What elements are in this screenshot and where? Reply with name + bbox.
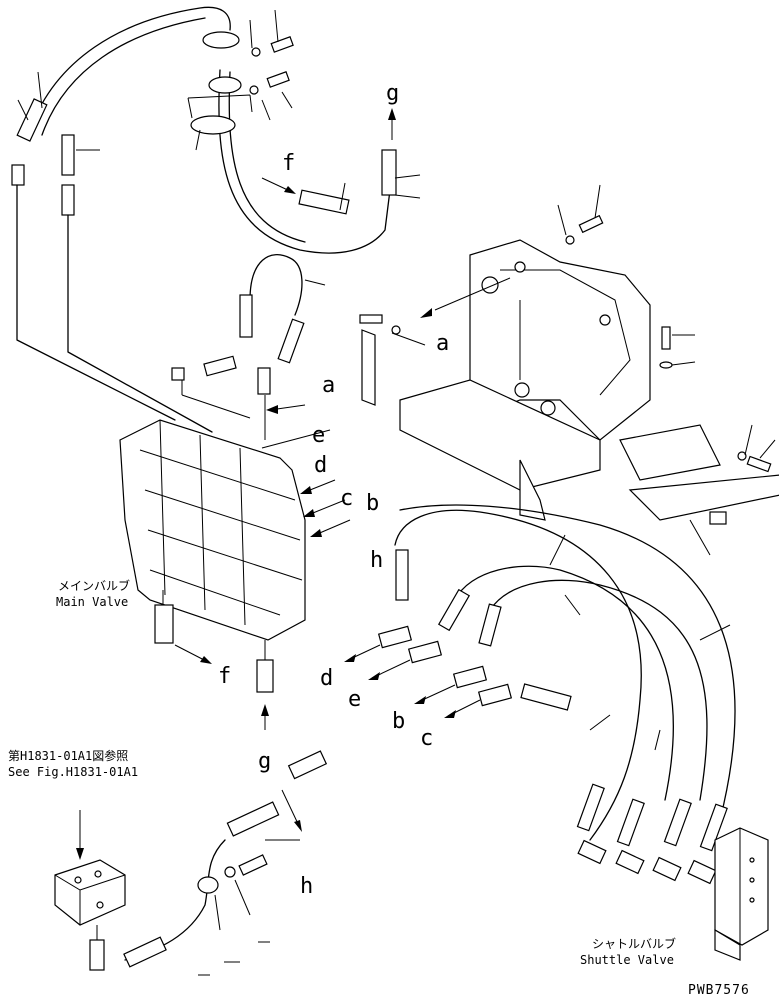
label-e-lower: e — [348, 687, 361, 712]
label-a-bracket: a — [436, 331, 449, 356]
label-c-valve: c — [340, 486, 353, 511]
reference-caption-en: See Fig.H1831-01A1 — [8, 765, 138, 779]
main-valve-caption-en: Main Valve — [56, 595, 128, 609]
label-g-top: g — [386, 81, 399, 106]
callout-arrows — [174, 404, 351, 730]
label-e-valve: e — [312, 423, 325, 448]
reference-caption-jp: 第H1831-01A1図参照 — [8, 748, 128, 763]
lower-left-assembly — [54, 750, 328, 976]
label-f-valve: f — [218, 664, 231, 689]
mounting-bracket — [359, 184, 779, 556]
label-g-valve: g — [258, 749, 271, 774]
shuttle-valve-caption-en: Shuttle Valve — [580, 953, 674, 967]
shuttle-hoses — [344, 504, 736, 885]
label-b-valve: b — [366, 491, 379, 516]
label-d-lower: d — [320, 666, 333, 691]
shuttle-valve — [714, 827, 769, 961]
top-hose-assembly — [11, 6, 421, 254]
label-f-top: f — [282, 151, 295, 176]
label-b-lower: b — [392, 709, 405, 734]
label-c-lower: c — [420, 726, 433, 751]
main-valve — [119, 419, 306, 693]
pilot-lines — [16, 184, 213, 433]
label-d-valve: d — [314, 453, 327, 478]
main-valve-caption-jp: メインバルブ — [58, 578, 130, 593]
label-h-right: h — [370, 548, 383, 573]
label-a-valve: a — [322, 373, 335, 398]
middle-hose — [171, 254, 326, 440]
figure-code: PWB7576 — [688, 983, 750, 998]
label-h-lower: h — [300, 874, 313, 899]
shuttle-valve-caption-jp: シャトルバルブ — [592, 936, 676, 951]
